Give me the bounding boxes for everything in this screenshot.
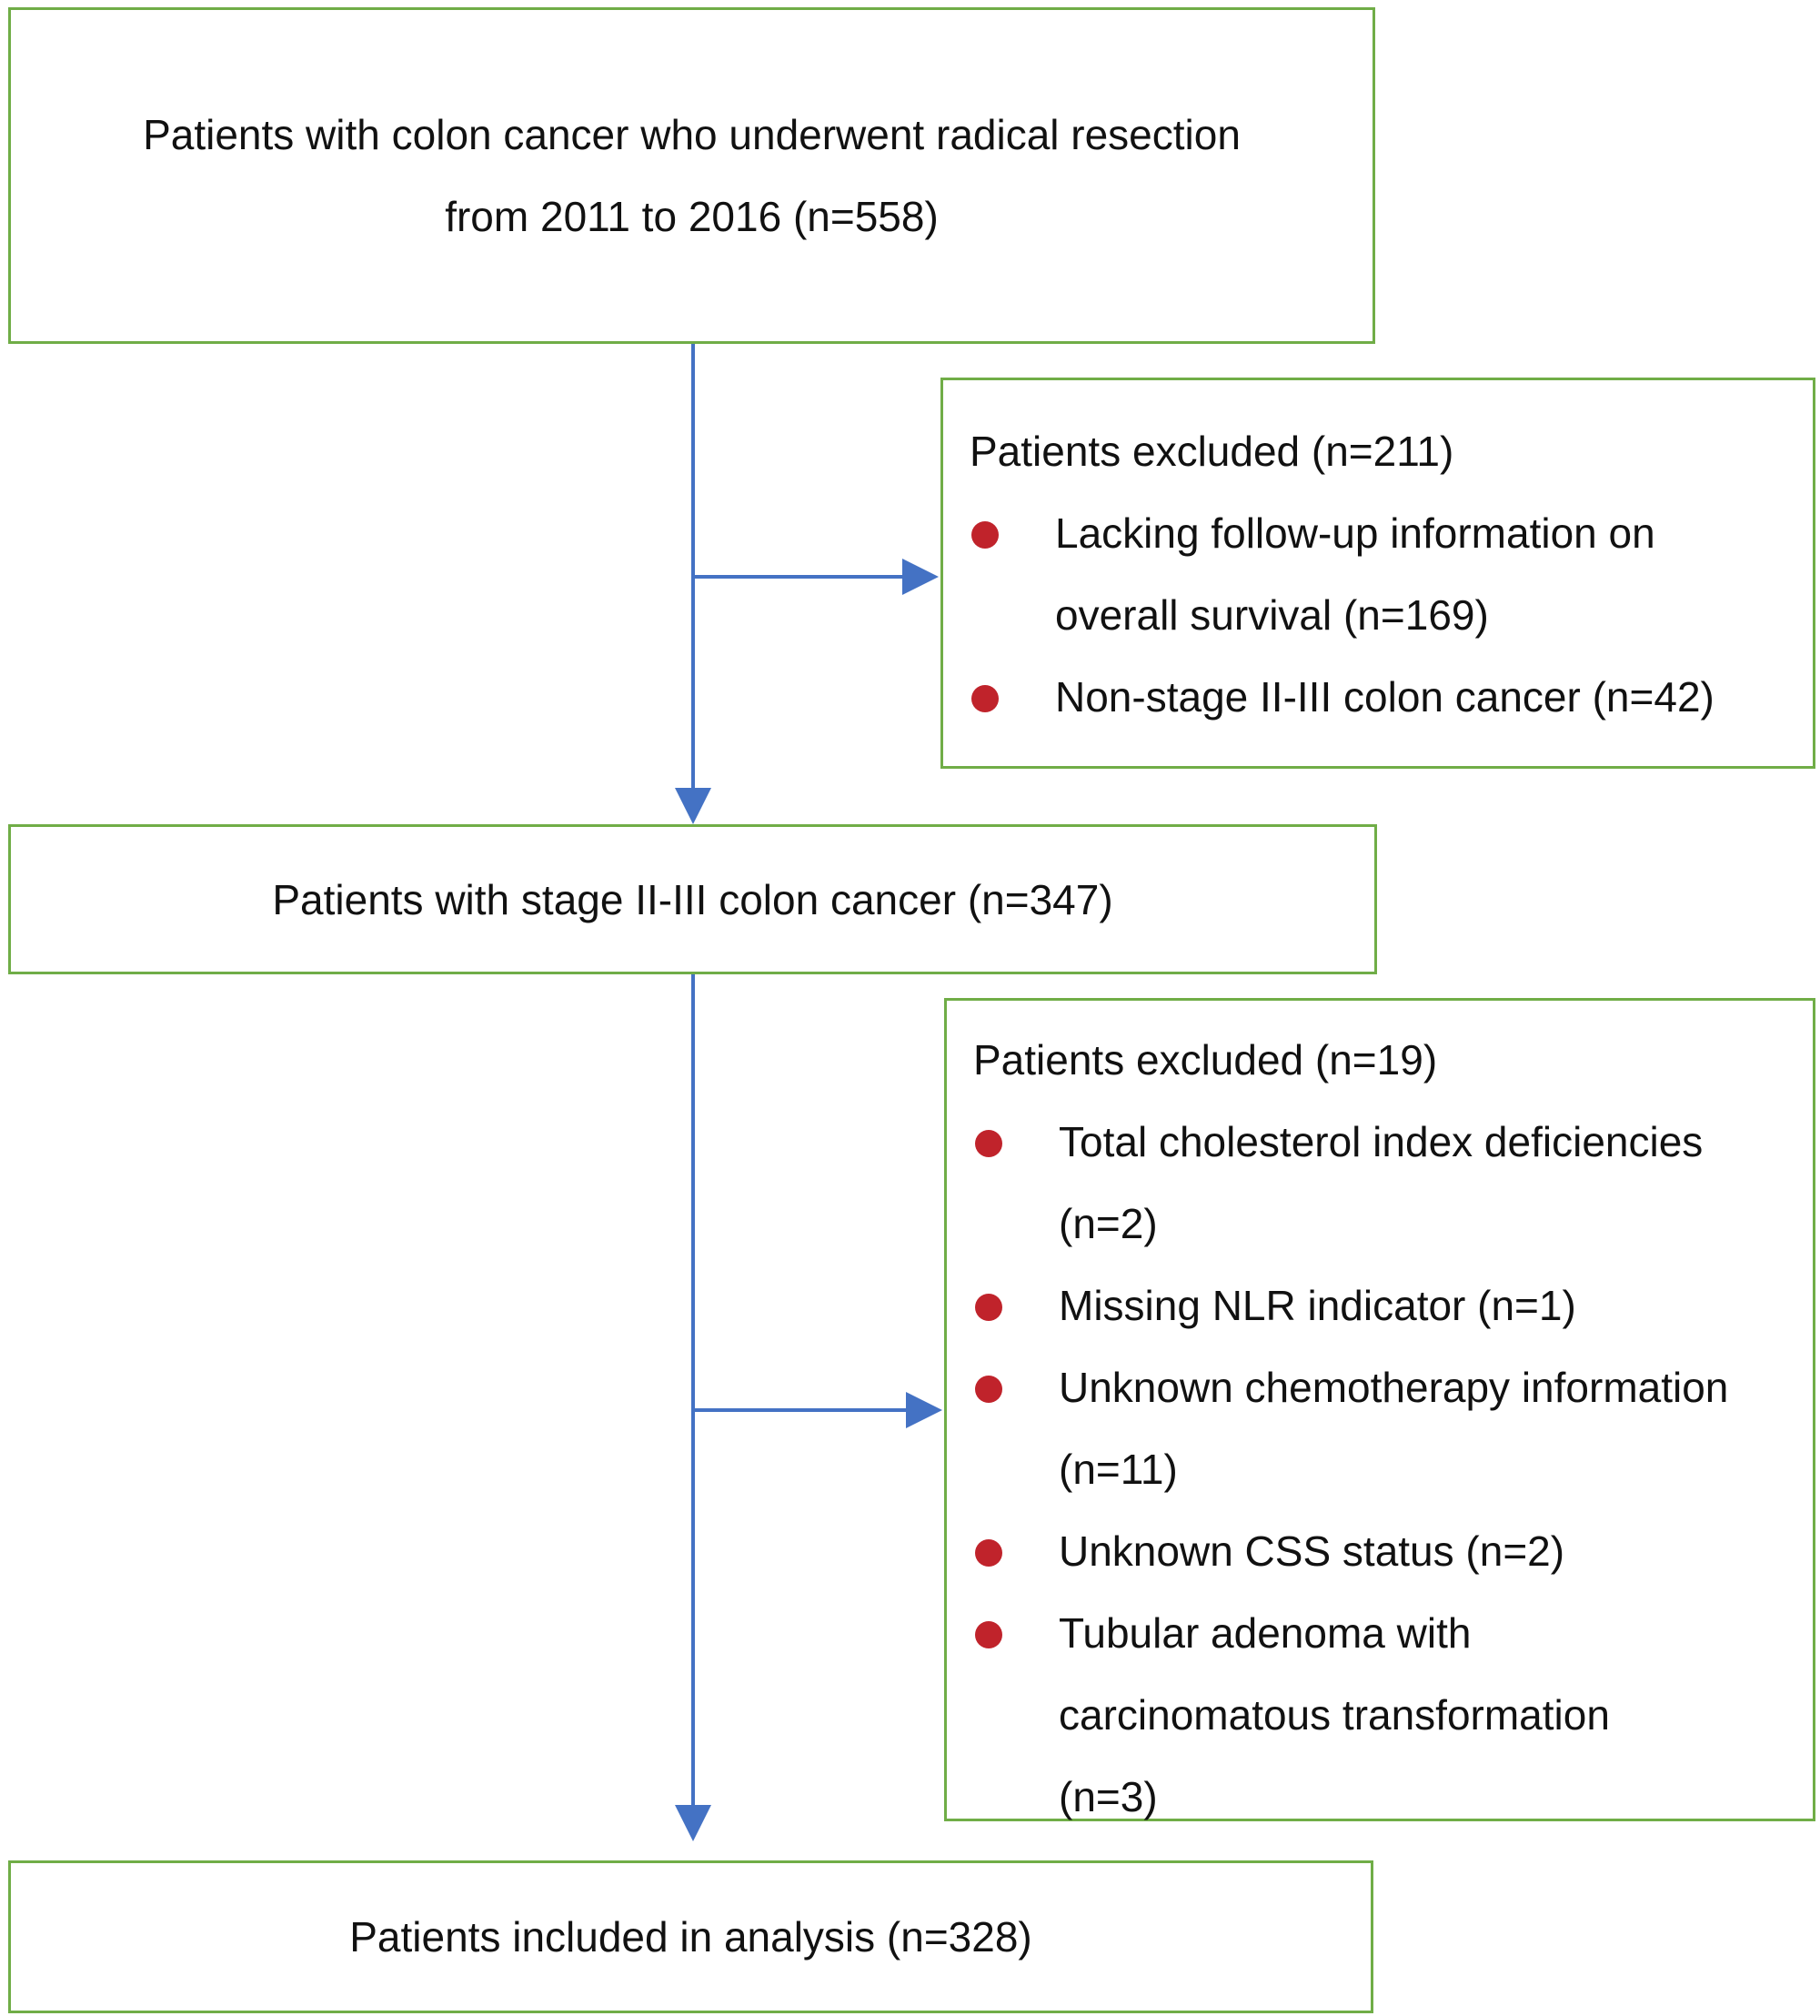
stage-text: Patients with stage II-III colon cancer …: [272, 875, 1113, 923]
bullet-icon: [975, 1621, 1002, 1648]
exclusion-2-item-line: (n=11): [1059, 1446, 1178, 1493]
exclusion-2-item-line: (n=3): [1059, 1773, 1158, 1820]
initial-line-1: Patients with colon cancer who underwent…: [143, 111, 1241, 158]
exclusion-2-item-line: Unknown CSS status (n=2): [1059, 1527, 1565, 1575]
exclusion-2-item-line: Tubular adenoma with: [1059, 1609, 1472, 1657]
exclusion-1-item: Lacking follow-up information on overall…: [970, 492, 1813, 656]
exclusion-1-item-line: overall survival (n=169): [1055, 591, 1489, 639]
exclusion-1-item: Non-stage II-III colon cancer (n=42): [970, 656, 1813, 738]
final-cohort-box: Patients included in analysis (n=328): [8, 1860, 1373, 2013]
bullet-icon: [971, 521, 999, 549]
exclusion-2-item-line: Total cholesterol index deficiencies: [1059, 1118, 1704, 1165]
exclusion-box-2: Patients excluded (n=19) Total cholester…: [944, 998, 1815, 1821]
bullet-icon: [975, 1294, 1002, 1321]
exclusion-2-item-line: carcinomatous transformation: [1059, 1691, 1610, 1739]
exclusion-2-item: Total cholesterol index deficiencies (n=…: [973, 1101, 1813, 1265]
bullet-icon: [975, 1539, 1002, 1567]
exclusion-2-item: Unknown chemotherapy information (n=11): [973, 1346, 1813, 1510]
exclusion-2-item: Missing NLR indicator (n=1): [973, 1265, 1813, 1346]
bullet-icon: [975, 1130, 1002, 1157]
exclusion-2-title: Patients excluded (n=19): [973, 1036, 1438, 1084]
exclusion-2-item: Tubular adenoma with carcinomatous trans…: [973, 1592, 1813, 1838]
initial-cohort-box: Patients with colon cancer who underwent…: [8, 7, 1375, 344]
exclusion-2-item-line: Missing NLR indicator (n=1): [1059, 1282, 1576, 1329]
bullet-icon: [971, 685, 999, 712]
exclusion-2-item-line: Unknown chemotherapy information: [1059, 1364, 1729, 1411]
bullet-icon: [975, 1376, 1002, 1403]
exclusion-1-item-line: Non-stage II-III colon cancer (n=42): [1055, 673, 1714, 721]
exclusion-2-item: Unknown CSS status (n=2): [973, 1510, 1813, 1592]
final-text: Patients included in analysis (n=328): [349, 1913, 1032, 1961]
exclusion-1-item-line: Lacking follow-up information on: [1055, 509, 1655, 557]
initial-line-2: from 2011 to 2016 (n=558): [445, 193, 939, 240]
stage-cohort-box: Patients with stage II-III colon cancer …: [8, 824, 1377, 974]
exclusion-box-1: Patients excluded (n=211) Lacking follow…: [940, 378, 1815, 769]
exclusion-2-item-line: (n=2): [1059, 1200, 1158, 1247]
exclusion-1-title: Patients excluded (n=211): [970, 428, 1454, 475]
